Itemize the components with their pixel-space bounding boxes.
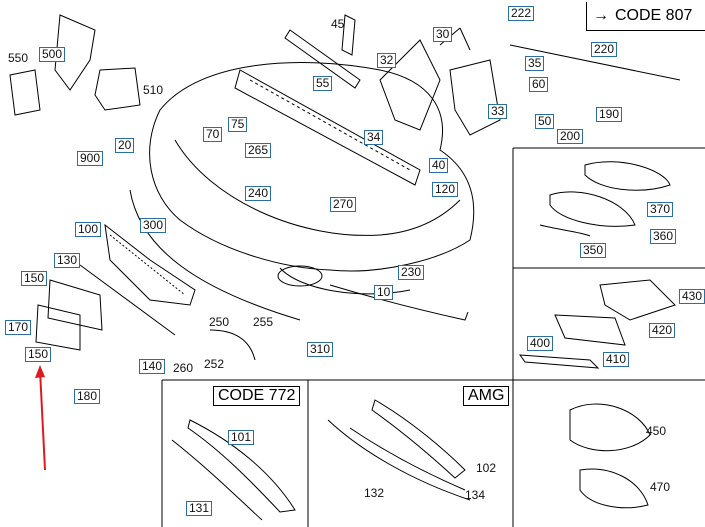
bracket-510 xyxy=(94,67,141,111)
part-label-75: 75 xyxy=(228,117,248,132)
part-label-310: 310 xyxy=(307,342,334,357)
part-label-222: 222 xyxy=(508,6,535,21)
part-label-34: 34 xyxy=(364,130,384,145)
part-label-102: 102 xyxy=(476,461,497,475)
part-label-132: 132 xyxy=(364,486,385,500)
trim-132 xyxy=(327,419,471,501)
fog-light-opening xyxy=(277,265,323,287)
fog-insert-450 xyxy=(569,403,651,452)
support-crossbar xyxy=(234,69,421,186)
strip-55 xyxy=(284,29,361,89)
part-label-430: 430 xyxy=(679,289,705,304)
part-label-470: 470 xyxy=(650,480,671,494)
part-label-510: 510 xyxy=(143,83,164,97)
fog-grille-360 xyxy=(549,191,636,227)
part-label-252: 252 xyxy=(204,357,225,371)
part-label-400: 400 xyxy=(527,336,554,351)
fog-frame-370 xyxy=(584,161,671,191)
part-label-255: 255 xyxy=(253,315,274,329)
part-label-350: 350 xyxy=(580,243,607,258)
trim-134 xyxy=(349,427,466,491)
bracket-550 xyxy=(9,69,41,116)
part-label-100: 100 xyxy=(75,222,102,237)
part-label-220: 220 xyxy=(591,42,618,57)
part-label-190: 190 xyxy=(596,107,623,122)
cable-300 xyxy=(129,189,301,321)
arrow-right-icon: → xyxy=(593,7,609,24)
part-label-240: 240 xyxy=(245,186,272,201)
clip-45 xyxy=(341,14,356,56)
part-label-131: 131 xyxy=(186,501,213,516)
code-772-tag: CODE 772 xyxy=(213,386,301,406)
grille-100 xyxy=(104,223,196,306)
part-label-410: 410 xyxy=(603,352,630,367)
part-label-265: 265 xyxy=(245,143,272,158)
part-label-40: 40 xyxy=(429,158,449,173)
part-label-130: 130 xyxy=(54,253,81,268)
trim-350 xyxy=(539,224,591,237)
trim-400 xyxy=(518,354,600,369)
part-label-230: 230 xyxy=(398,265,425,280)
part-label-134: 134 xyxy=(465,488,486,502)
part-label-550: 550 xyxy=(8,51,29,65)
bracket-32 xyxy=(379,39,441,131)
license-plate-holder xyxy=(47,279,103,331)
bumper-cover xyxy=(149,62,475,272)
part-label-270: 270 xyxy=(330,197,357,212)
part-label-260: 260 xyxy=(173,361,194,375)
part-label-55: 55 xyxy=(313,76,333,91)
part-label-180: 180 xyxy=(74,389,101,404)
trim-130 xyxy=(79,264,176,336)
part-label-420: 420 xyxy=(649,323,676,338)
part-label-33: 33 xyxy=(488,104,508,119)
part-label-150-bottom: 150 xyxy=(25,347,52,362)
part-label-250: 250 xyxy=(209,315,230,329)
part-label-150-top: 150 xyxy=(21,271,48,286)
part-label-120: 120 xyxy=(432,182,459,197)
grille-102 xyxy=(371,399,466,479)
part-label-140: 140 xyxy=(139,359,166,374)
grille-insert-410 xyxy=(554,314,626,346)
part-label-50: 50 xyxy=(535,114,555,129)
part-label-35: 35 xyxy=(525,56,545,71)
grille-insert-420 xyxy=(599,279,676,321)
part-label-170: 170 xyxy=(5,320,32,335)
trim-131 xyxy=(171,439,263,521)
part-label-300: 300 xyxy=(140,218,167,233)
amg-tag: AMG xyxy=(463,386,510,406)
part-label-450: 450 xyxy=(646,424,667,438)
part-label-101: 101 xyxy=(228,430,255,445)
part-label-500: 500 xyxy=(39,47,66,62)
part-label-45: 45 xyxy=(331,17,345,31)
part-label-32: 32 xyxy=(377,53,397,68)
strip-10 xyxy=(329,284,469,321)
part-label-10: 10 xyxy=(374,285,394,300)
wire-harness-220 xyxy=(509,44,681,81)
part-label-360: 360 xyxy=(650,229,677,244)
part-label-30: 30 xyxy=(433,27,453,42)
code-807-tag: → CODE 807 xyxy=(586,2,705,31)
pointer-arrow xyxy=(39,369,46,471)
strip-250 xyxy=(209,329,256,361)
bracket-33 xyxy=(449,59,501,136)
part-label-900: 900 xyxy=(77,151,104,166)
fog-insert-470 xyxy=(579,468,649,509)
part-label-20: 20 xyxy=(115,138,135,153)
part-label-60: 60 xyxy=(529,77,549,92)
part-label-70: 70 xyxy=(203,127,223,142)
part-label-200: 200 xyxy=(557,129,584,144)
part-label-370: 370 xyxy=(647,202,674,217)
